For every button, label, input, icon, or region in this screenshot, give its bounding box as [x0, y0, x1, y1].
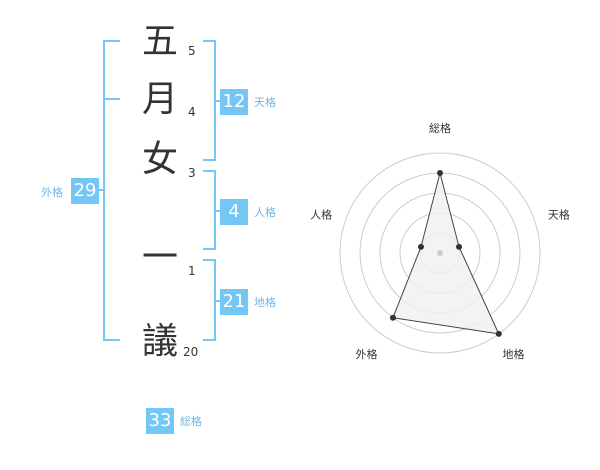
stroke-count-1: 5	[188, 44, 196, 58]
radar-point-4	[417, 243, 424, 250]
jinkaku-label: 人格	[254, 206, 276, 219]
radar-point-0	[437, 170, 443, 176]
radar-point-2	[495, 330, 502, 337]
soukaku-badge: 33	[146, 408, 174, 434]
axis-label-tenkaku: 天格	[548, 207, 570, 221]
axis-label-soukaku: 総格	[429, 121, 451, 135]
stroke-count-4: 1	[188, 264, 196, 278]
radar-center-dot	[437, 250, 443, 256]
name-char-5: 議	[141, 321, 178, 362]
tenkaku-badge: 12	[220, 89, 248, 115]
radar-area	[392, 172, 500, 335]
stroke-count-5: 20	[183, 345, 199, 359]
axis-label-gaikaku: 外格	[356, 347, 378, 361]
name-char-1: 五	[141, 21, 178, 62]
stroke-count-3: 3	[188, 166, 196, 180]
soukaku-label: 総格	[180, 415, 202, 428]
chikaku-label: 地格	[254, 296, 276, 309]
radar-point-1	[456, 243, 463, 250]
name-char-4: 一	[141, 237, 178, 278]
jinkaku-badge: 4	[220, 199, 248, 225]
axis-label-chikaku: 地格	[502, 347, 524, 361]
gaikaku-label: 外格	[41, 186, 63, 199]
gaikaku-badge: 29	[71, 178, 99, 204]
radar-point-3	[389, 314, 396, 321]
name-char-3: 女	[141, 139, 178, 180]
radar-ring	[339, 152, 541, 354]
tenkaku-label: 天格	[254, 96, 276, 109]
chikaku-badge: 21	[220, 289, 248, 315]
name-char-2: 月	[141, 79, 178, 120]
stroke-count-2: 4	[188, 105, 196, 119]
radar-points	[389, 170, 502, 337]
axis-label-jinkaku: 人格	[310, 207, 332, 221]
